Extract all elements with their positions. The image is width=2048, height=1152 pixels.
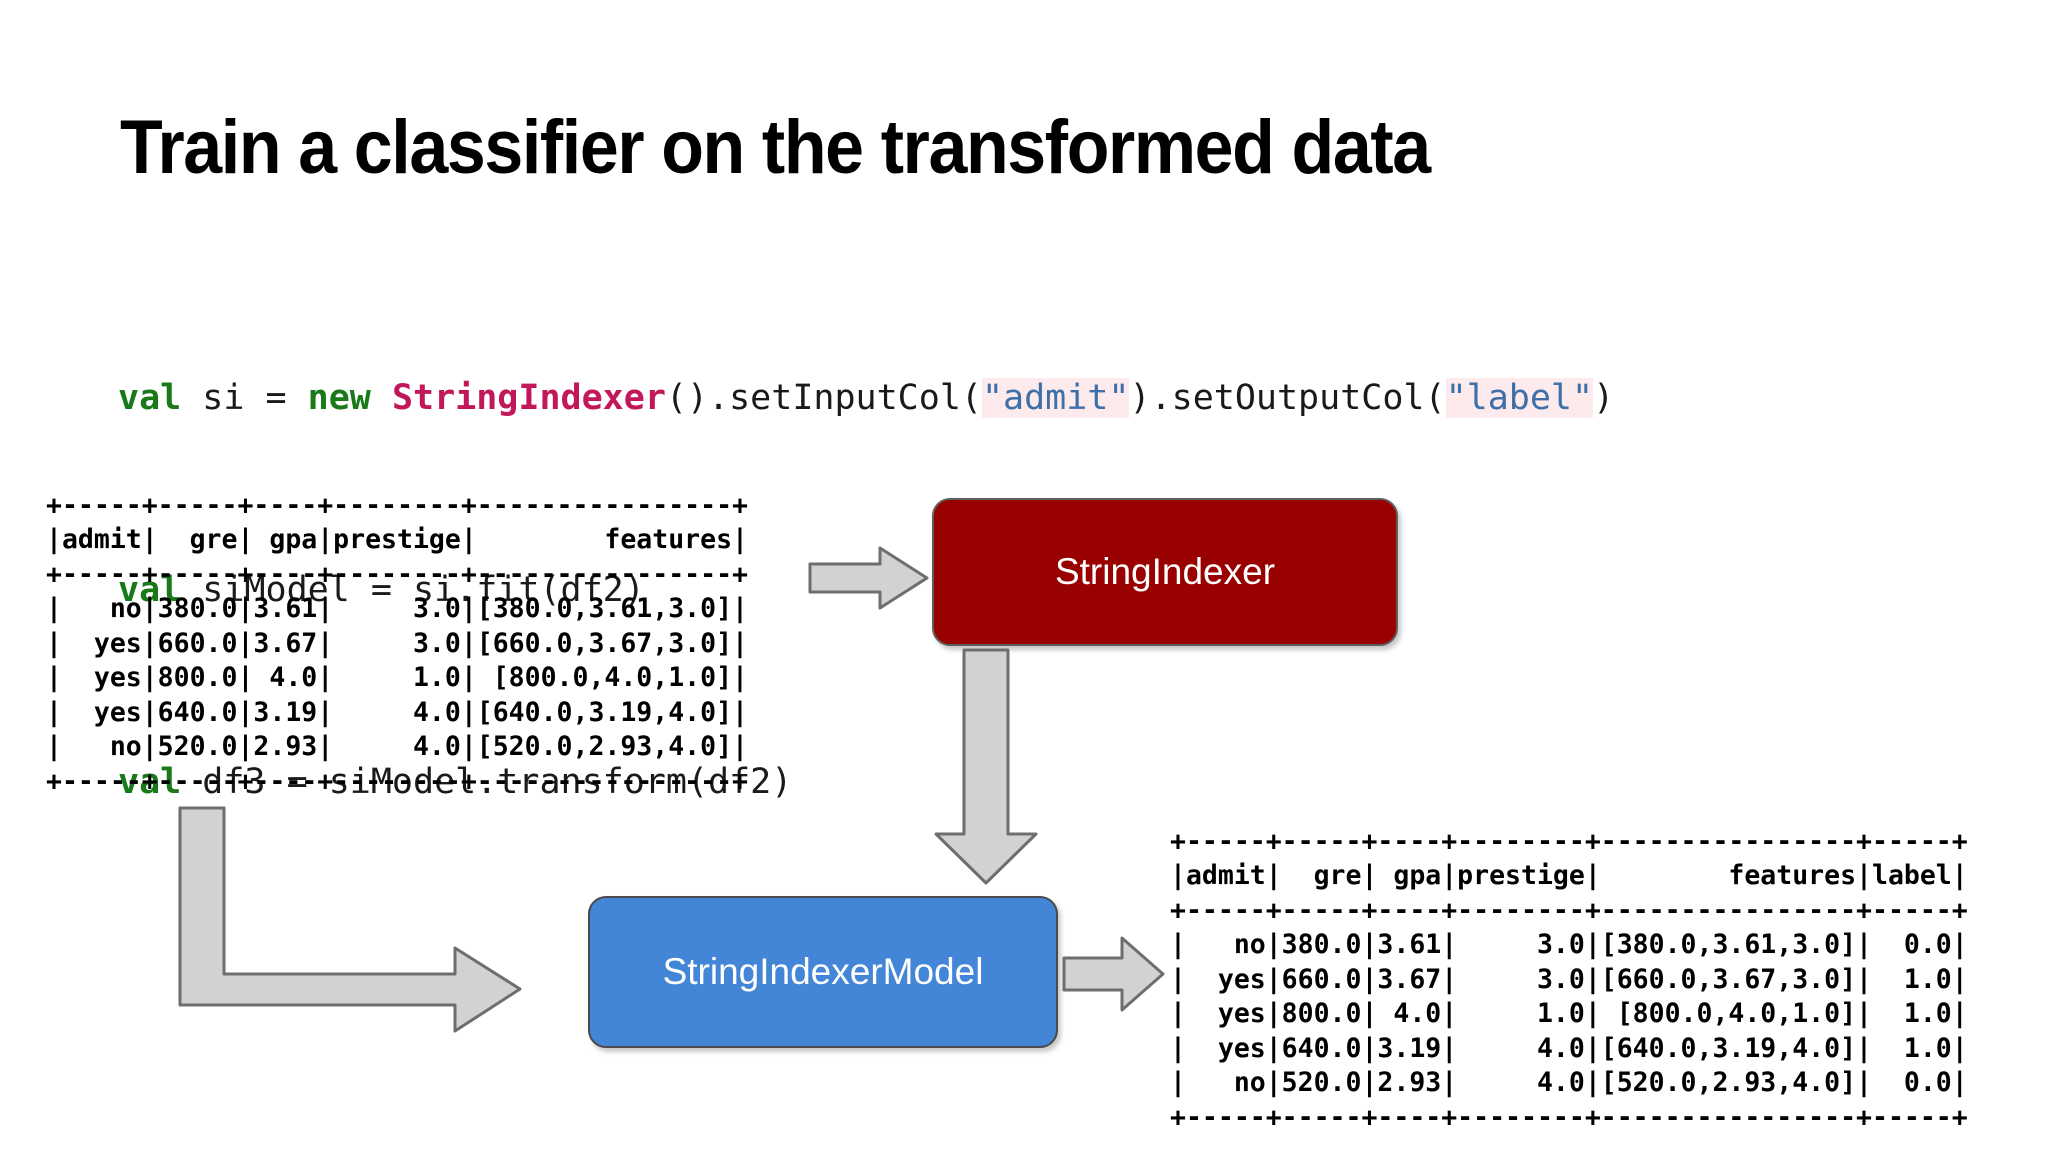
code-token-kw: val: [118, 762, 182, 802]
code-token-plain: si =: [181, 378, 308, 418]
code-token-plain: ().setInputCol(: [665, 378, 982, 418]
output-dataframe-table: +-----+-----+----+--------+-------------…: [1170, 825, 1968, 1133]
code-token-plain: ): [1593, 378, 1615, 418]
code-token-str: "admit": [981, 378, 1130, 418]
node-stringindexer[interactable]: StringIndexer: [932, 498, 1398, 646]
code-token-plain: df3 = siModel.transform(df2): [181, 762, 793, 802]
code-token-kw: new: [307, 378, 371, 418]
code-block: val si = new StringIndexer().setInputCol…: [118, 238, 1614, 878]
node-stringindexermodel[interactable]: StringIndexerModel: [588, 896, 1058, 1048]
arrow-stringindexer-to-model: [934, 648, 1038, 885]
code-token-kw: val: [118, 378, 182, 418]
code-token-plain: ).setOutputCol(: [1129, 378, 1446, 418]
code-line-3: val df3 = siModel.transform(df2): [118, 750, 1614, 814]
code-line-2: val siModel = si.fit(df2): [118, 558, 1614, 622]
node-stringindexermodel-label: StringIndexerModel: [662, 951, 984, 992]
code-line-1: val si = new StringIndexer().setInputCol…: [118, 366, 1614, 430]
code-token-plain: siModel = si.fit(df2): [181, 570, 645, 610]
code-token-plain: [371, 378, 392, 418]
arrow-input-to-model-elbow: [178, 806, 522, 1033]
arrow-model-to-output: [1062, 936, 1165, 1012]
arrow-input-to-stringindexer: [808, 546, 929, 610]
code-token-cls: StringIndexer: [391, 378, 666, 418]
code-token-kw: val: [118, 570, 182, 610]
input-dataframe-table: +-----+-----+----+--------+-------------…: [46, 489, 748, 797]
node-stringindexer-label: StringIndexer: [1054, 551, 1276, 592]
code-token-str: "label": [1445, 378, 1594, 418]
page-title: Train a classifier on the transformed da…: [120, 105, 1431, 190]
